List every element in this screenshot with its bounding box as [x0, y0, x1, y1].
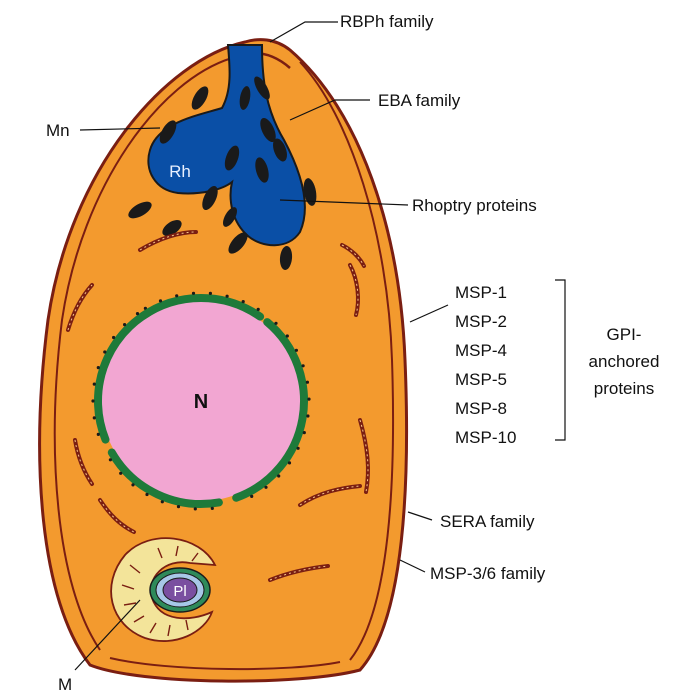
envelope-pore	[93, 416, 96, 419]
envelope-pore	[175, 294, 178, 297]
envelope-pore	[159, 299, 162, 302]
envelope-pore	[192, 292, 195, 295]
label-m: M	[58, 675, 72, 694]
msp-item: MSP-4	[455, 341, 507, 360]
gpi-line: GPI-	[607, 325, 642, 344]
envelope-pore	[297, 447, 300, 450]
envelope-pore	[131, 483, 134, 486]
envelope-pore	[302, 364, 305, 367]
envelope-pore	[123, 323, 126, 326]
envelope-pore	[209, 292, 212, 295]
msp-item: MSP-1	[455, 283, 507, 302]
envelope-pore	[274, 322, 277, 325]
envelope-pore	[103, 350, 106, 353]
envelope-pore	[119, 472, 122, 475]
envelope-pore	[277, 474, 280, 477]
envelope-pore	[306, 414, 309, 417]
msp-item: MSP-5	[455, 370, 507, 389]
envelope-pore	[295, 349, 298, 352]
envelope-pore	[91, 399, 94, 402]
envelope-pore	[286, 334, 289, 337]
envelope-pore	[250, 495, 253, 498]
msp-list: MSP-1 MSP-2 MSP-4 MSP-5 MSP-8 MSP-10	[455, 283, 516, 447]
msp-item: MSP-8	[455, 399, 507, 418]
envelope-pore	[226, 295, 229, 298]
envelope-pore	[264, 486, 267, 489]
nucleus-label: N	[194, 391, 208, 413]
label-rhoptry-proteins: Rhoptry proteins	[412, 196, 537, 215]
leader-rbph	[270, 22, 338, 42]
envelope-pore	[97, 366, 100, 369]
label-mn: Mn	[46, 121, 70, 140]
envelope-pore	[306, 381, 309, 384]
gpi-line: proteins	[594, 379, 654, 398]
label-rbph-family: RBPh family	[340, 12, 434, 31]
envelope-pore	[161, 500, 164, 503]
gpi-group-label: GPI- anchored proteins	[589, 325, 660, 398]
envelope-pore	[93, 383, 96, 386]
label-eba-family: EBA family	[378, 91, 461, 110]
envelope-pore	[303, 431, 306, 434]
leader-msp	[410, 305, 448, 322]
envelope-pore	[307, 398, 310, 401]
leader-sera	[408, 512, 432, 520]
gpi-bracket	[555, 280, 565, 440]
envelope-pore	[194, 507, 197, 510]
envelope-pore	[97, 433, 100, 436]
rhoptry-label: Rh	[169, 162, 191, 181]
msp-item: MSP-2	[455, 312, 507, 331]
envelope-pore	[136, 312, 139, 315]
envelope-pore	[109, 458, 112, 461]
envelope-pore	[288, 461, 291, 464]
label-msp36-family: MSP-3/6 family	[430, 564, 546, 583]
plastid-label: Pl	[173, 583, 186, 600]
envelope-pore	[257, 308, 260, 311]
envelope-pore	[242, 300, 245, 303]
envelope-pore	[211, 507, 214, 510]
msp-item: MSP-10	[455, 428, 516, 447]
envelope-pore	[145, 493, 148, 496]
gpi-line: anchored	[589, 352, 660, 371]
leader-msp36	[400, 560, 425, 572]
envelope-pore	[112, 336, 115, 339]
label-sera-family: SERA family	[440, 512, 535, 531]
envelope-pore	[177, 505, 180, 508]
